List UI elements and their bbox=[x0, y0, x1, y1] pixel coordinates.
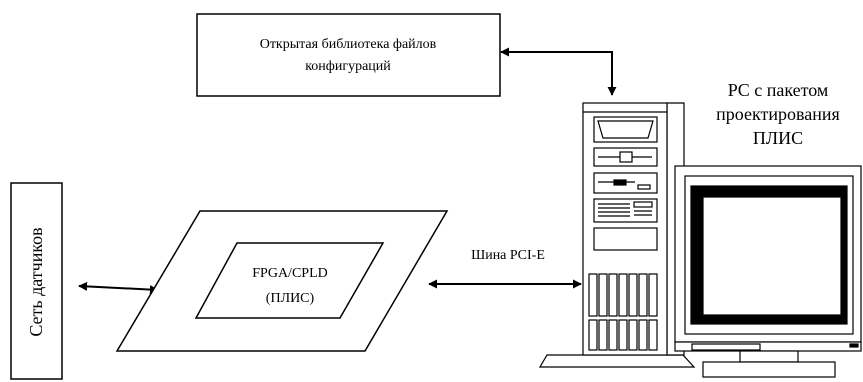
tower-computer-icon bbox=[538, 102, 696, 368]
pc-label-line3: ПЛИС bbox=[753, 128, 803, 148]
sensor-network-label: Сеть датчиков bbox=[26, 227, 46, 336]
pc-label-line2: проектирования bbox=[716, 104, 840, 124]
fpga-label-line2: (ПЛИС) bbox=[266, 291, 315, 306]
fpga-label-line1: FPGA/CPLD bbox=[252, 266, 327, 281]
tower-vents bbox=[588, 273, 658, 351]
sensors-board-arrow bbox=[78, 281, 159, 295]
monitor-icon bbox=[674, 165, 862, 378]
fpga-board: FPGA/CPLD (ПЛИС) bbox=[115, 210, 449, 352]
library-label-line2: конфигураций bbox=[305, 59, 391, 74]
library-server-arrow bbox=[500, 47, 617, 96]
pcie-bus: Шина PCI-E bbox=[428, 248, 582, 289]
pc-label-line1: PC с пакетом bbox=[728, 80, 829, 100]
sensor-network-block: Сеть датчиков bbox=[10, 182, 63, 380]
pc-label: PC с пакетом проектирования ПЛИС bbox=[716, 80, 840, 148]
library-label-line1: Открытая библиотека файлов bbox=[260, 37, 437, 52]
library-block: Открытая библиотека файлов конфигураций bbox=[196, 13, 501, 97]
bus-label: Шина PCI-E bbox=[471, 248, 545, 263]
